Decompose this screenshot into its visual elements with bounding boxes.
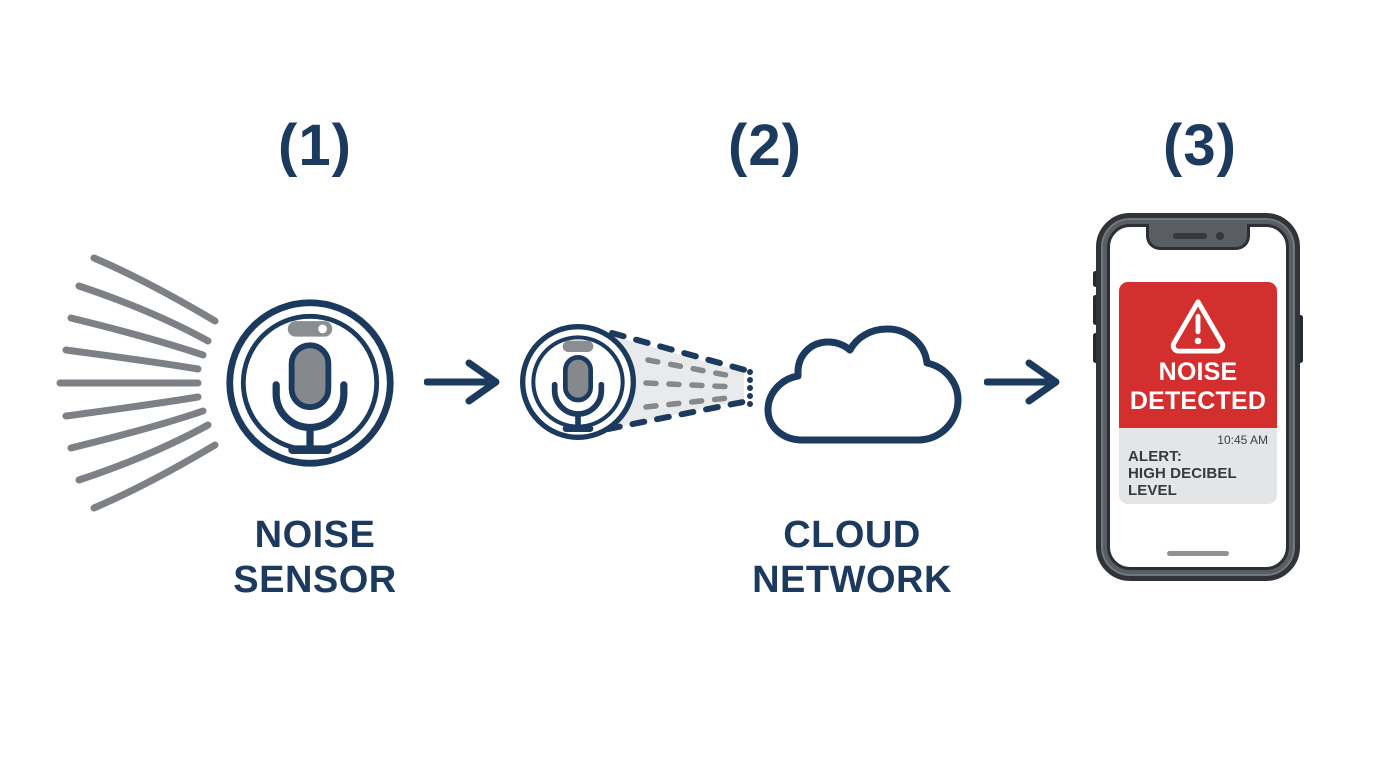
camera-dot-icon xyxy=(1215,231,1224,240)
phone-side-button xyxy=(1093,271,1098,287)
alert-headline: NOISE DETECTED xyxy=(1129,358,1267,415)
step-2-number: (2) xyxy=(728,113,802,178)
arrow-right-icon xyxy=(424,359,500,405)
sound-waves-icon xyxy=(56,254,219,512)
noise-sensor-label: NOISE SENSOR xyxy=(233,514,397,601)
noise-sensor-icon xyxy=(226,299,394,467)
notification-body: ALERT: HIGH DECIBEL LEVEL xyxy=(1128,448,1237,499)
notification-card: 10:45 AM ALERT: HIGH DECIBEL LEVEL xyxy=(1119,428,1277,504)
phone-power-button xyxy=(1298,315,1303,363)
speaker-slot-icon xyxy=(1172,232,1207,239)
noise-sensor-small-icon xyxy=(520,324,636,440)
arrow-right-icon xyxy=(984,359,1060,405)
phone-volume-up-button xyxy=(1093,295,1098,325)
smartphone: NOISE DETECTED 10:45 AM ALERT: HIGH DECI… xyxy=(1093,213,1303,581)
step-3-number: (3) xyxy=(1163,113,1237,178)
cloud-icon xyxy=(764,325,962,444)
step-1-number: (1) xyxy=(278,113,352,178)
warning-triangle-icon xyxy=(1170,299,1226,354)
phone-volume-down-button xyxy=(1093,333,1098,363)
notification-time: 10:45 AM xyxy=(1217,433,1268,447)
cloud-network-label: CLOUD NETWORK xyxy=(752,514,952,601)
signal-beam-icon xyxy=(605,330,753,432)
home-indicator xyxy=(1167,551,1229,556)
phone-notch xyxy=(1146,224,1250,250)
phone-screen: NOISE DETECTED 10:45 AM ALERT: HIGH DECI… xyxy=(1107,224,1289,570)
noise-alert-card: NOISE DETECTED xyxy=(1119,282,1277,428)
